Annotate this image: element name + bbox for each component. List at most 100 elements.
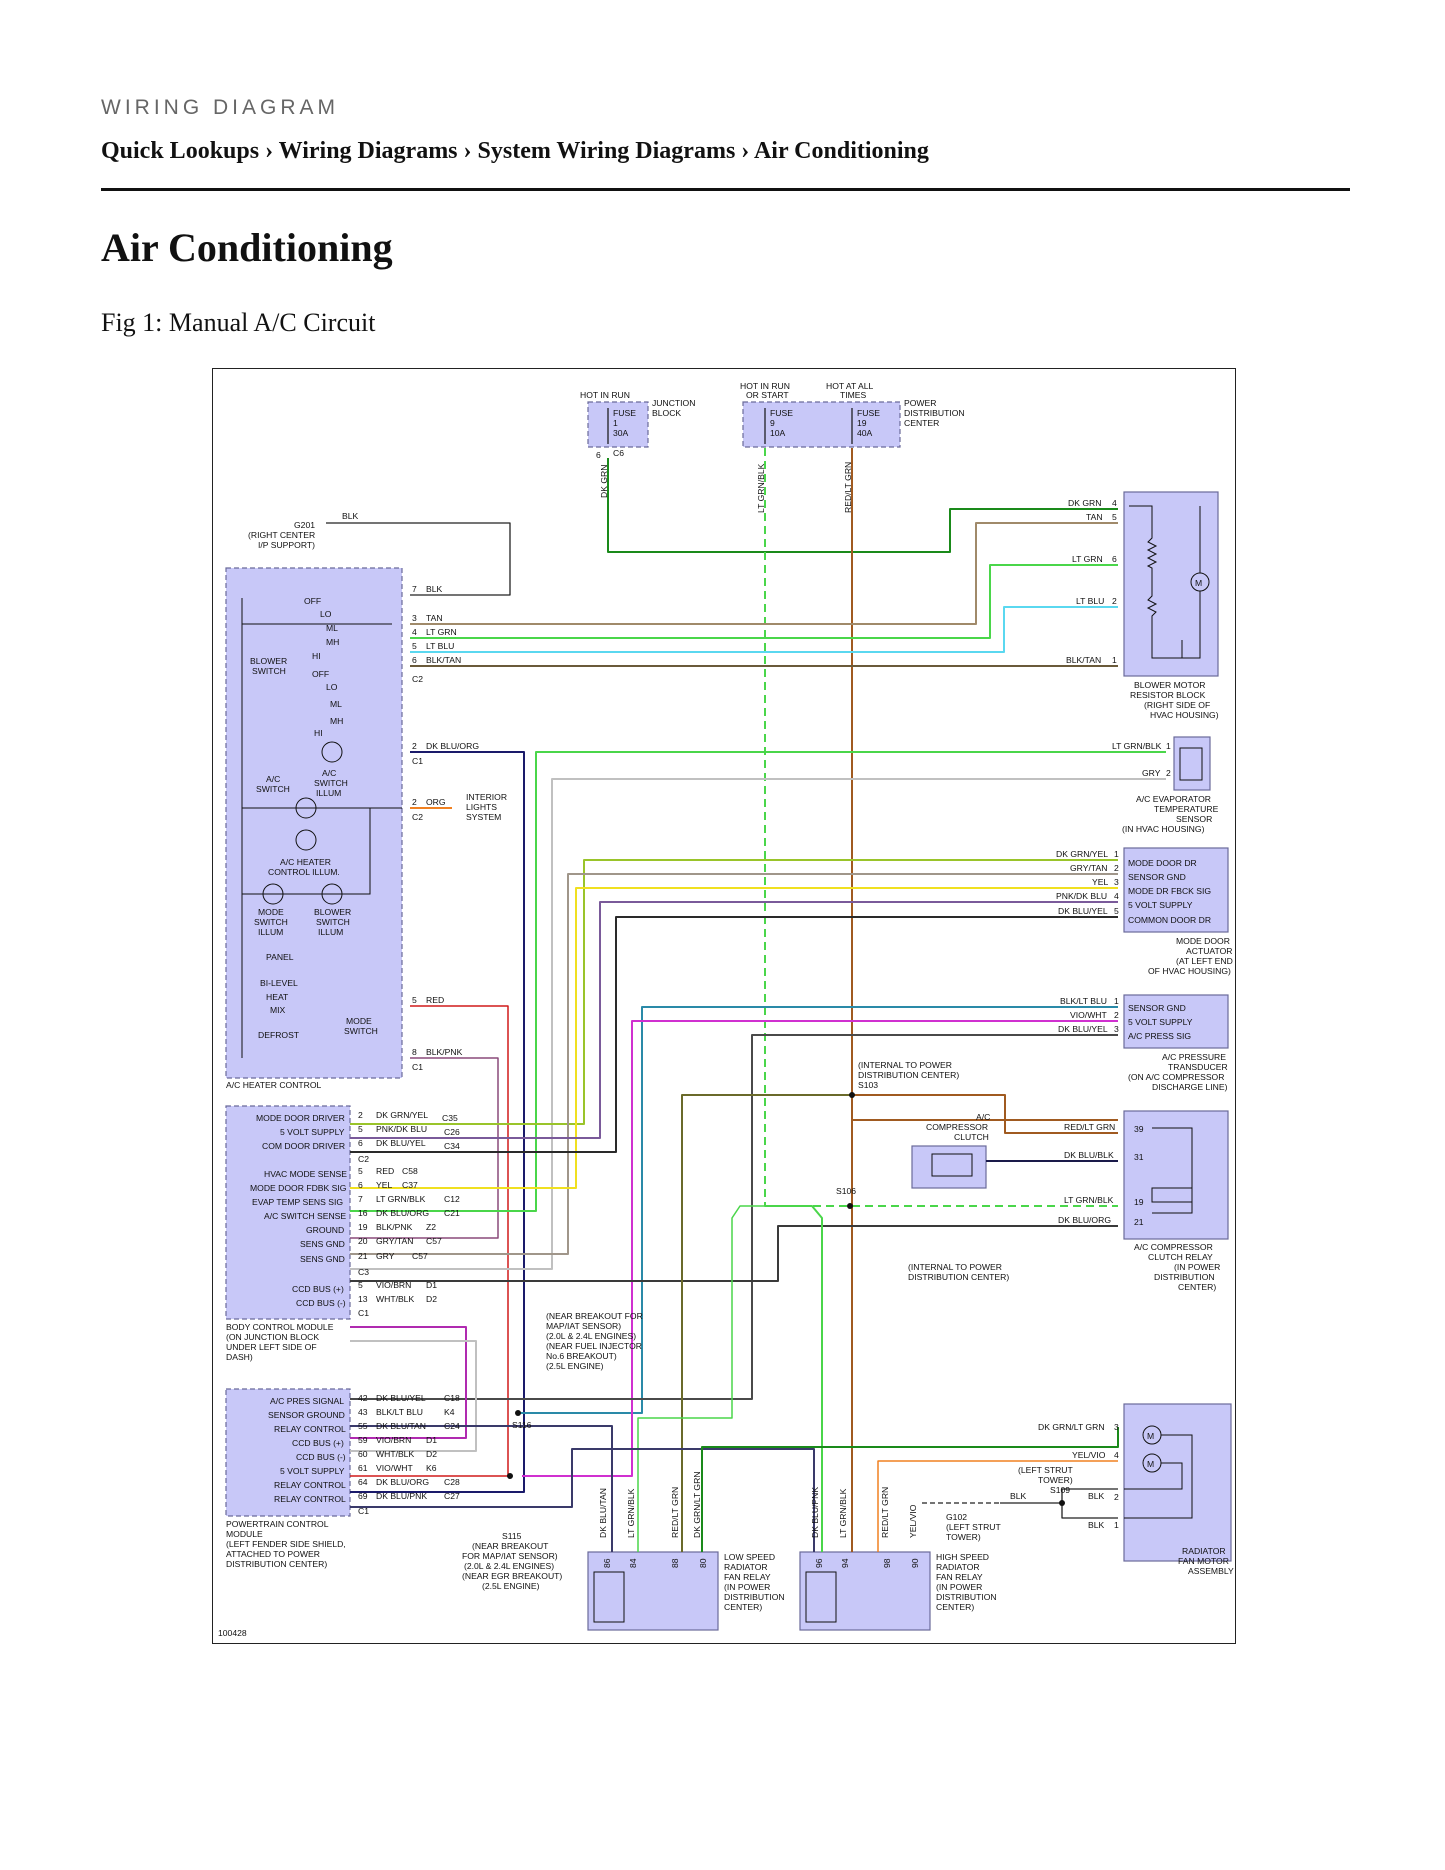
pcm-func-6: RELAY CONTROL	[274, 1480, 346, 1490]
pdc-fuse-box	[742, 401, 901, 448]
bm-wire-5: TAN	[1086, 512, 1103, 522]
label-off-2: OFF	[312, 669, 329, 679]
wire-dk-blu-yel	[350, 916, 1118, 1153]
label-heater-control-title: A/C HEATER CONTROL	[226, 1080, 322, 1090]
clutch-relay-box	[1123, 1110, 1229, 1240]
s109-wire-2: BLK	[1088, 1491, 1105, 1501]
pt-label-4: DISCHARGE LINE)	[1152, 1082, 1228, 1092]
wire-hc-tan: TAN	[426, 613, 443, 623]
high-relay-wire-98: RED/LT GRN	[880, 1487, 890, 1538]
label-ml-2: ML	[330, 699, 342, 709]
label-pdc-2: DISTRIBUTION	[904, 408, 965, 418]
thermistor-symbol	[1179, 747, 1203, 781]
label-blower-illum-1: BLOWER	[314, 907, 351, 917]
conn-hc-c2-b: C2	[412, 812, 423, 822]
bcm-func-1: 5 VOLT SUPPLY	[280, 1127, 345, 1137]
label-interior-1: INTERIOR	[466, 792, 507, 802]
wire-dk-blu-pnk	[350, 1448, 815, 1552]
bcm-c3-conn-6: C57	[412, 1251, 428, 1261]
wire-dk-blu-org-relay	[350, 1225, 1118, 1282]
pcm-pin-4: 60	[358, 1449, 368, 1459]
wire-lt-grn-blk-low-relay	[637, 1205, 765, 1552]
bcm-c3-conn-2: C12	[444, 1194, 460, 1204]
label-lo-1: LO	[320, 609, 332, 619]
bcm-label-2: (ON JUNCTION BLOCK	[226, 1332, 319, 1342]
s115-label-2: FOR MAP/IAT SENSOR)	[462, 1551, 558, 1561]
bcm-pin-0: 2	[358, 1110, 363, 1120]
pcm-conn-6: C28	[444, 1477, 460, 1487]
bcm-c3-wire-0: RED	[376, 1166, 394, 1176]
pcm-wire-0: DK BLU/YEL	[376, 1393, 426, 1403]
high-relay-pin-94: 94	[840, 1558, 850, 1568]
bcm-c3-conn-4: Z2	[426, 1222, 436, 1232]
pin-hc-2a: 2	[412, 741, 417, 751]
pin-hc-4: 4	[412, 627, 417, 637]
bcm-c3-pin-5: 20	[358, 1236, 368, 1246]
pin-hc-5: 5	[412, 641, 417, 651]
label-defrost: DEFROST	[258, 1030, 300, 1040]
wire-gry-tan	[350, 873, 1118, 1255]
low-relay-box	[587, 1551, 719, 1631]
bcm-c3-pin-4: 19	[358, 1222, 368, 1232]
pcm-wire-2: DK BLU/TAN	[376, 1421, 426, 1431]
bcm-c1-pin-1: 13	[358, 1294, 368, 1304]
label-mh-2: MH	[330, 716, 343, 726]
bcm-c1-conn-1: D2	[426, 1294, 437, 1304]
label-heat: HEAT	[266, 992, 289, 1002]
wire-gry	[350, 778, 1166, 1270]
clutch-relay-coil	[1151, 1187, 1193, 1203]
g102-label-2: TOWER)	[946, 1532, 981, 1542]
bcm-pin-1: 5	[358, 1124, 363, 1134]
fan-motor-m-low: M	[1147, 1459, 1154, 1469]
wire-lt-grn	[410, 564, 1118, 639]
bcm-c3-wire-6: GRY	[376, 1251, 395, 1261]
pcm-pin-6: 64	[358, 1477, 368, 1487]
blower-motor-resistor-box	[1123, 491, 1219, 677]
fan-label-3: ASSEMBLY	[1188, 1566, 1234, 1576]
wire-dk-blu-tan	[350, 1425, 613, 1552]
cr-wire-39: RED/LT GRN	[1064, 1122, 1115, 1132]
pcm-wire-3: VIO/BRN	[376, 1435, 411, 1445]
high-relay-label-3: FAN RELAY	[936, 1572, 983, 1582]
bcm-conn-2: C34	[444, 1141, 460, 1151]
wire-yel	[350, 887, 1118, 1189]
bcm-c3-conn-3: C21	[444, 1208, 460, 1218]
md-func-3: MODE DR FBCK SIG	[1128, 886, 1211, 896]
label-ac-switch-illum-2: SWITCH	[314, 778, 348, 788]
label-g201-loc-2: I/P SUPPORT)	[258, 540, 315, 550]
label-mode-illum-3: ILLUM	[258, 927, 283, 937]
low-relay-wire-84: LT GRN/BLK	[626, 1488, 636, 1538]
pin-hc-2b: 2	[412, 797, 417, 807]
s106-label-1: (INTERNAL TO POWER	[908, 1262, 1002, 1272]
pt-func-2: 5 VOLT SUPPLY	[1128, 1017, 1193, 1027]
splice-s103	[849, 1092, 855, 1098]
bcm-wire-2: DK BLU/YEL	[376, 1138, 426, 1148]
breadcrumb[interactable]: Quick Lookups › Wiring Diagrams › System…	[101, 138, 929, 164]
high-relay-wire-90: YEL/VIO	[908, 1504, 918, 1538]
label-mode-illum-1: MODE	[258, 907, 284, 917]
label-fuse1-num: 1	[613, 418, 618, 428]
cc-label-3: CLUTCH	[954, 1132, 989, 1142]
wire-hc-blk-pnk: BLK/PNK	[426, 1047, 463, 1057]
pcm-func-3: CCD BUS (+)	[292, 1438, 344, 1448]
g102-name: G102	[946, 1512, 967, 1522]
label-mode-switch-1: MODE	[346, 1016, 372, 1026]
label-g201-loc-1: (RIGHT CENTER	[248, 530, 315, 540]
cr-label-2: CLUTCH RELAY	[1148, 1252, 1213, 1262]
s116-label-3: (2.0L & 2.4L ENGINES)	[546, 1331, 636, 1341]
md-wire-3: YEL	[1092, 877, 1108, 887]
wire-dk-blu-yel-pcm	[350, 1034, 1118, 1400]
figure-id: 100428	[218, 1628, 247, 1638]
cr-label-5: CENTER)	[1178, 1282, 1216, 1292]
s115-label-4: (NEAR EGR BREAKOUT)	[462, 1571, 562, 1581]
s116-label-6: (2.5L ENGINE)	[546, 1361, 604, 1371]
label-hot-all-1: HOT AT ALL	[826, 381, 874, 391]
wire-hc-lt-blu: LT BLU	[426, 641, 454, 651]
low-relay-wire-88: RED/LT GRN	[670, 1487, 680, 1538]
cc-label-2: COMPRESSOR	[926, 1122, 988, 1132]
s116-label-2: MAP/IAT SENSOR)	[546, 1321, 621, 1331]
bcm-c3-pin-3: 16	[358, 1208, 368, 1218]
g102-wire: BLK	[1010, 1491, 1027, 1501]
bcm-wire-0: DK GRN/YEL	[376, 1110, 428, 1120]
cr-label-3: (IN POWER	[1174, 1262, 1220, 1272]
